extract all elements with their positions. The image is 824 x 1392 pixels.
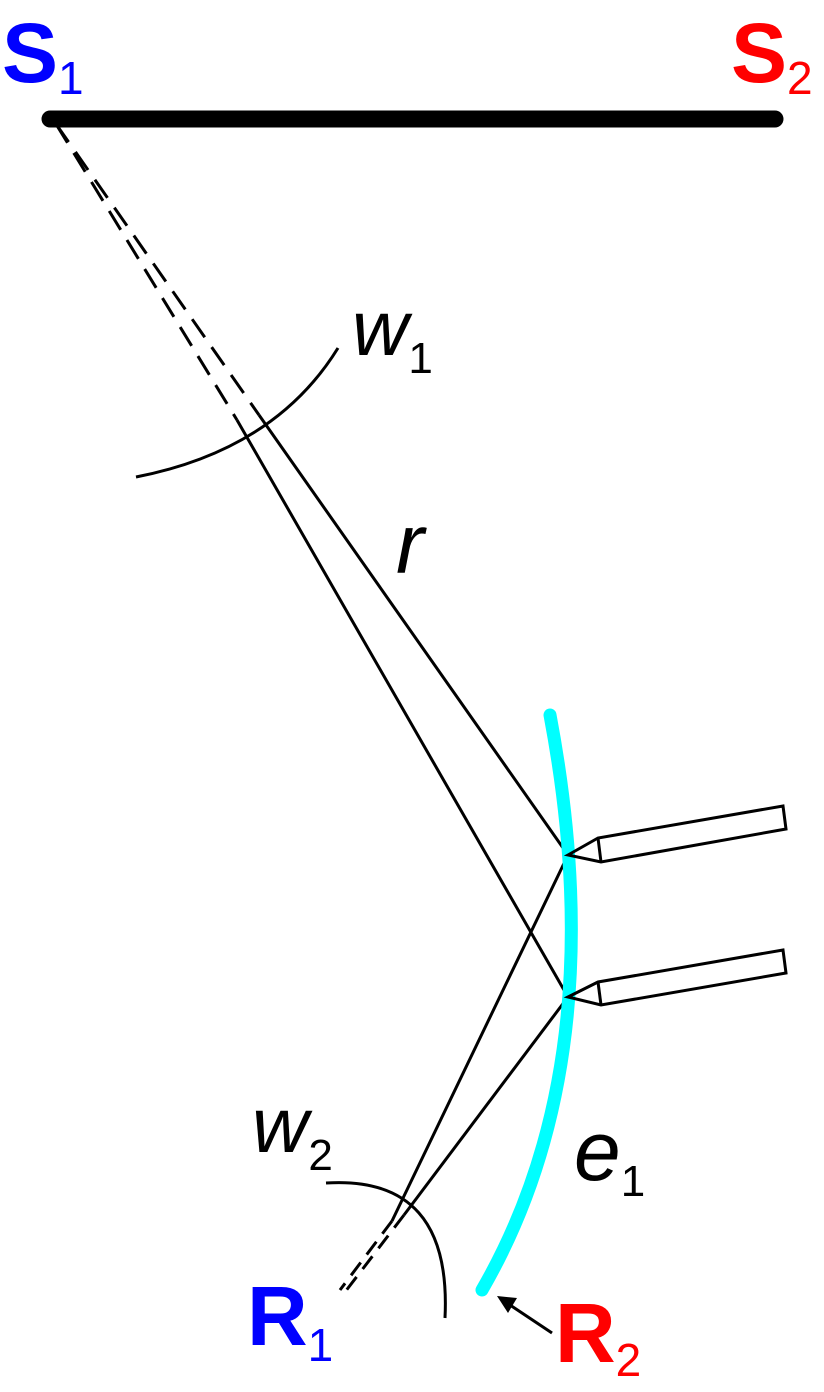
label-s1-main: S [2, 6, 58, 100]
label-w2: w2 [252, 1081, 333, 1180]
label-r: r [396, 497, 427, 591]
wavefront-w2-arc [325, 1181, 447, 1319]
ray-dashed-upper-left [54, 123, 239, 421]
label-w2-sub: 2 [308, 1131, 332, 1180]
ray-dashed-lower-left [338, 1220, 394, 1291]
ray-solid-upper [257, 414, 570, 856]
label-e1-main: e [574, 1104, 621, 1198]
label-r2-sub: 2 [616, 1334, 642, 1386]
label-s1: S1 [2, 6, 84, 104]
label-e1-sub: 1 [621, 1157, 645, 1206]
r2-arrow-shaft [509, 1303, 553, 1335]
interface-e1-curve [475, 708, 578, 1297]
label-s2: S2 [731, 6, 813, 104]
label-w1-main: w [352, 284, 413, 372]
label-s1-sub: 1 [58, 52, 84, 104]
ray-solid-lower [235, 419, 570, 998]
label-r1-sub: 1 [308, 1319, 334, 1371]
receiver-pencil-upper [563, 804, 788, 864]
label-r2: R2 [555, 1286, 641, 1386]
r2-arrow-head [497, 1296, 517, 1313]
ray-dashed-lower-right [343, 1214, 406, 1293]
label-r-main: r [396, 497, 427, 591]
label-r1: R1 [247, 1269, 333, 1371]
ray-reflected-upper [390, 854, 570, 1222]
receiver-pencil-lower [563, 948, 788, 1007]
label-s2-sub: 2 [787, 52, 813, 104]
label-s2-main: S [731, 6, 787, 100]
ray-dashed-upper-right [54, 123, 261, 416]
label-w1-sub: 1 [408, 334, 432, 383]
label-e1: e1 [574, 1104, 645, 1206]
label-w1: w1 [352, 284, 433, 383]
label-r2-main: R [555, 1286, 616, 1380]
ray-reflected-lower [402, 996, 570, 1216]
wavefront-w1-arc [135, 347, 340, 479]
label-w2-main: w [252, 1081, 313, 1169]
label-r1-main: R [247, 1269, 308, 1363]
